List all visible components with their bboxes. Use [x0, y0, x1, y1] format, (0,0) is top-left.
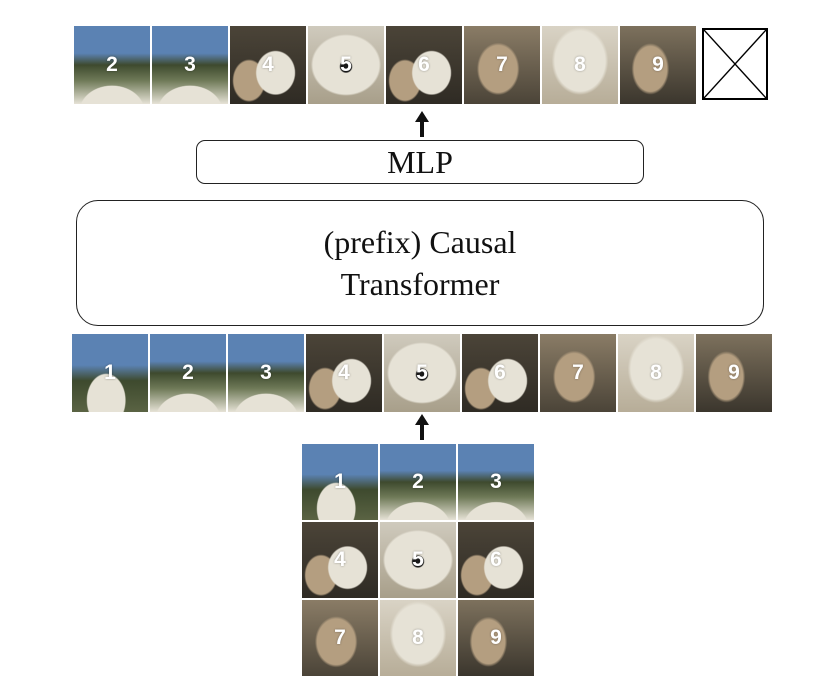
patch-number: 2 [106, 53, 118, 76]
patch-number: 6 [418, 53, 430, 76]
mlp-block: MLP [196, 140, 644, 184]
patch-number: 3 [260, 361, 272, 384]
grid-patch: 9 [458, 600, 534, 676]
patch-number: 2 [412, 470, 424, 493]
output-patch-row: 2 3 4 5 6 7 8 9 [74, 26, 768, 104]
transformer-label-line2: Transformer [340, 266, 500, 302]
grid-patch: 8 [380, 600, 456, 676]
input-patch: 2 [150, 334, 226, 412]
input-patch: 8 [618, 334, 694, 412]
patch-number: 7 [572, 361, 584, 384]
source-image-grid: 1 2 3 4 5 6 7 8 9 [302, 444, 534, 676]
patch-number: 7 [496, 53, 508, 76]
crossed-box-icon [702, 28, 768, 100]
grid-patch: 2 [380, 444, 456, 520]
patch-number: 4 [338, 361, 350, 384]
output-patch: 8 [542, 26, 618, 104]
input-patch: 3 [228, 334, 304, 412]
input-patch: 7 [540, 334, 616, 412]
causal-transformer-block: (prefix) Causal Transformer [76, 200, 764, 326]
patch-number: 2 [182, 361, 194, 384]
patch-number: 5 [340, 53, 352, 76]
patch-number: 8 [412, 626, 424, 649]
patch-number: 1 [334, 470, 346, 493]
output-patch: 2 [74, 26, 150, 104]
output-patch: 3 [152, 26, 228, 104]
output-patch: 4 [230, 26, 306, 104]
input-patch: 6 [462, 334, 538, 412]
patch-number: 3 [184, 53, 196, 76]
input-patch-row: 1 2 3 4 5 6 7 8 9 [72, 334, 772, 412]
patch-number: 5 [412, 548, 424, 571]
input-patch: 1 [72, 334, 148, 412]
patch-number: 9 [728, 361, 740, 384]
input-patch: 5 [384, 334, 460, 412]
patch-number: 3 [490, 470, 502, 493]
output-patch: 6 [386, 26, 462, 104]
grid-patch: 4 [302, 522, 378, 598]
patch-number: 7 [334, 626, 346, 649]
output-patch: 9 [620, 26, 696, 104]
patch-number: 4 [262, 53, 274, 76]
patch-number: 6 [490, 548, 502, 571]
input-patch: 9 [696, 334, 772, 412]
grid-patch: 1 [302, 444, 378, 520]
input-patch: 4 [306, 334, 382, 412]
mlp-label: MLP [387, 143, 453, 180]
arrow-up-icon [415, 111, 429, 137]
patch-number: 9 [490, 626, 502, 649]
patch-number: 8 [574, 53, 586, 76]
patch-number: 4 [334, 548, 346, 571]
grid-patch: 3 [458, 444, 534, 520]
patch-number: 8 [650, 361, 662, 384]
output-patch: 5 [308, 26, 384, 104]
patch-number: 9 [652, 53, 664, 76]
grid-patch: 5 [380, 522, 456, 598]
patch-number: 5 [416, 361, 428, 384]
patch-number: 6 [494, 361, 506, 384]
grid-patch: 7 [302, 600, 378, 676]
output-patch: 7 [464, 26, 540, 104]
arrow-up-icon [415, 414, 429, 440]
transformer-label-line1: (prefix) Causal [323, 224, 517, 260]
grid-patch: 6 [458, 522, 534, 598]
patch-number: 1 [104, 361, 116, 384]
